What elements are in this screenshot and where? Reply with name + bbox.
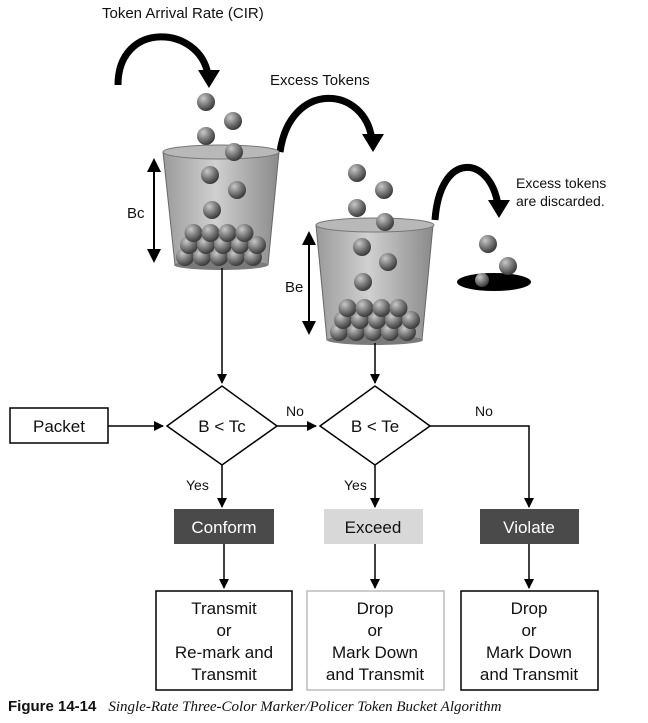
token <box>402 311 420 329</box>
decision2-label: B < Te <box>351 417 399 436</box>
violate-action-line3: Mark Down <box>486 643 572 662</box>
token <box>201 224 220 242</box>
token <box>228 181 246 199</box>
violate-action-line4: and Transmit <box>480 665 579 684</box>
token <box>353 238 371 256</box>
violate-action-line1: Drop <box>511 599 548 618</box>
no-label-1: No <box>286 403 304 419</box>
conform-action-line1: Transmit <box>191 599 257 618</box>
exceed-action-box: Drop or Mark Down and Transmit <box>306 590 445 691</box>
exceed-action-line2: or <box>367 621 382 640</box>
conform-label: Conform <box>191 518 256 537</box>
decision-b-lt-tc: B < Tc <box>165 385 279 466</box>
packet-box: Packet <box>9 407 109 444</box>
excess-tokens-label: Excess Tokens <box>270 72 370 89</box>
conform-box: Conform <box>174 509 274 544</box>
overflow-curve-arrow-2 <box>431 164 510 221</box>
arrival-curve-arrow <box>114 33 220 88</box>
token <box>201 166 219 184</box>
bc-label: Bc <box>127 205 145 222</box>
yes-label-1: Yes <box>186 477 209 493</box>
exceed-label: Exceed <box>345 518 402 537</box>
discard-hole <box>457 235 531 291</box>
bc-dimension-arrow <box>147 158 161 263</box>
token <box>184 224 203 242</box>
token <box>235 224 254 242</box>
figure-caption: Figure 14-14 Single-Rate Three-Color Mark… <box>8 698 648 716</box>
token <box>379 253 397 271</box>
packet-label: Packet <box>33 417 85 436</box>
falling-tokens-bc <box>197 93 243 161</box>
exceed-box: Exceed <box>324 509 423 544</box>
conform-action-box: Transmit or Re-mark and Transmit <box>155 590 293 691</box>
token <box>248 236 266 254</box>
violate-box: Violate <box>480 509 579 544</box>
token <box>389 299 408 317</box>
token <box>338 299 357 317</box>
figure-title: Single-Rate Three-Color Marker/Policer T… <box>108 699 502 715</box>
exceed-action-line3: Mark Down <box>332 643 418 662</box>
no-label-2: No <box>475 403 493 419</box>
token <box>372 299 391 317</box>
conform-action-line2: or <box>216 621 231 640</box>
violate-box-bg <box>480 509 579 544</box>
token <box>218 224 237 242</box>
decision-b-lt-te: B < Te <box>318 385 432 466</box>
violate-action-box: Drop or Mark Down and Transmit <box>460 590 599 691</box>
conform-action-line3: Re-mark and <box>175 643 273 662</box>
exceed-action-line1: Drop <box>357 599 394 618</box>
be-dimension-arrow <box>302 231 316 335</box>
violate-label: Violate <box>503 518 555 537</box>
be-label: Be <box>285 279 303 296</box>
token <box>355 299 374 317</box>
overflow-curve-arrow-1 <box>276 94 384 153</box>
be-bucket-tokens <box>330 238 420 341</box>
token <box>203 201 221 219</box>
falling-tokens-be <box>348 164 394 231</box>
exceed-box-bg <box>324 509 423 544</box>
token-arrival-rate-label: Token Arrival Rate (CIR) <box>102 5 264 22</box>
yes-label-2: Yes <box>344 477 367 493</box>
conform-box-bg <box>174 509 274 544</box>
decision2-no-connector <box>430 425 534 508</box>
bc-bucket-tokens <box>176 166 266 266</box>
figure-number: Figure 14-14 <box>8 698 97 715</box>
excess-discarded-label-line2: are discarded. <box>516 193 605 209</box>
exceed-action-line4: and Transmit <box>326 665 425 684</box>
decision1-label: B < Tc <box>198 417 246 436</box>
token <box>354 273 372 291</box>
violate-action-line2: or <box>521 621 536 640</box>
excess-discarded-label-line1: Excess tokens <box>516 175 606 191</box>
conform-action-line4: Transmit <box>191 665 257 684</box>
